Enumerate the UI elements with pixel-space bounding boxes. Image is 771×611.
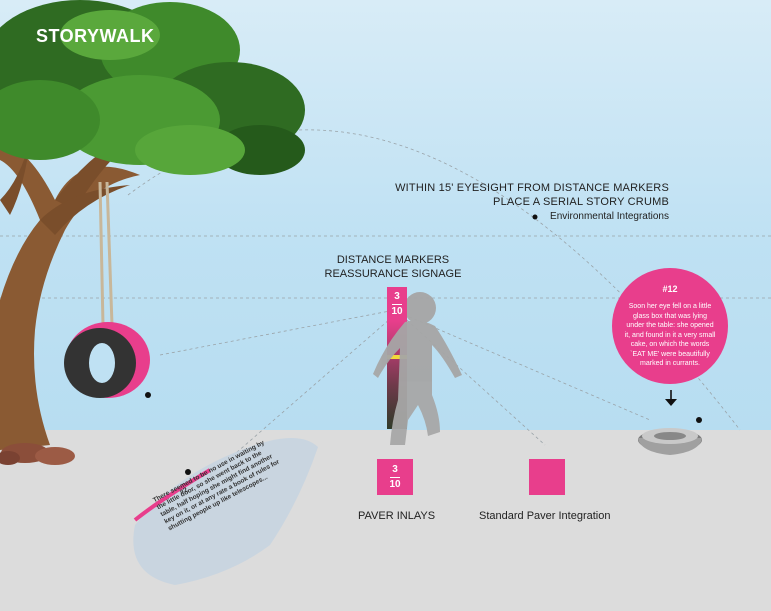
distance-line-1: DISTANCE MARKERS [336,254,450,266]
distance-marker-annotation: DISTANCE MARKERS REASSURANCE SIGNAGE [318,253,468,281]
story-crumb-bubble: #12 Soon her eye fell on a little glass … [612,268,728,384]
child-silhouette [373,292,462,445]
page-title: STORYWALK [36,26,155,46]
marker-numerator: 3 [394,290,400,302]
sight-line-bowl [397,311,651,421]
environmental-annotation: Environmental Integrations [550,211,669,222]
paver-numerator: 3 [392,463,398,475]
tree [0,0,305,465]
standard-paver-tile [529,459,565,495]
distance-marker-sign: 3 10 [387,287,407,321]
standard-paver-label: Standard Paver Integration [479,510,611,522]
paver-inlays-label: PAVER INLAYS [358,510,436,522]
marker-denominator: 10 [391,305,403,317]
arrow-down-icon [665,390,677,406]
eyesight-line-1: WITHIN 15' EYESIGHT FROM DISTANCE MARKER… [395,182,669,194]
eyesight-annotation: WITHIN 15' EYESIGHT FROM DISTANCE MARKER… [395,181,669,209]
paver-divider [390,476,400,478]
puddle [133,437,318,585]
eyesight-line-2: PLACE A SERIAL STORY CRUMB [493,196,669,208]
puddle-stripe [133,468,212,522]
distance-line-2: REASSURANCE SIGNAGE [324,268,462,280]
marker-divider [392,303,402,305]
story-crumb-text: Soon her eye fell on a little glass box … [624,303,716,367]
dog-bowl [638,428,702,455]
sight-line-tire [159,309,396,356]
story-crumb-number: #12 [662,284,678,294]
environmental-label: Environmental Integrations [550,211,669,222]
tire-swing [64,181,150,398]
paver-denominator: 10 [389,478,401,490]
asterisk-icon [145,214,702,475]
paver-inlay-tile: 3 10 [377,459,413,495]
